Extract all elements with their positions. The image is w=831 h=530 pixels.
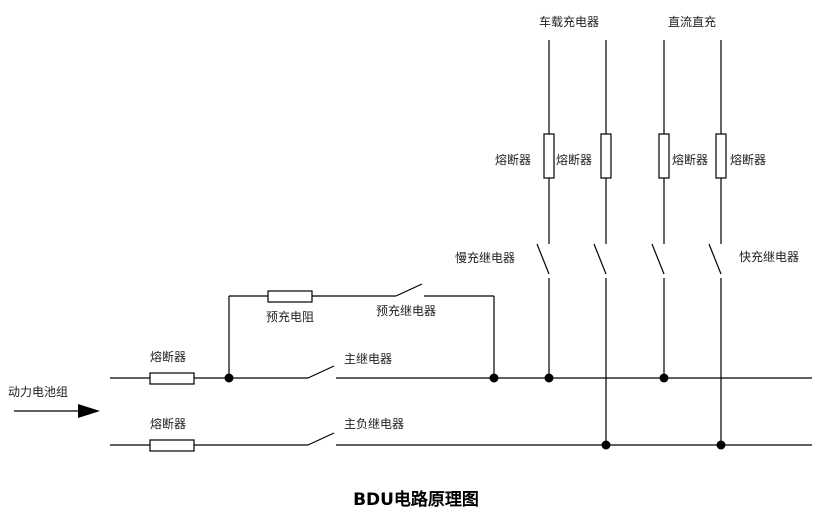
onboard-charger-branch xyxy=(536,40,612,445)
battery-label: 动力电池组 xyxy=(8,385,68,399)
precharge-branch xyxy=(228,283,495,378)
precharge-relay-switch xyxy=(395,283,423,297)
fuse-positive-label: 熔断器 xyxy=(150,349,186,364)
fuse-dc-right xyxy=(715,133,727,179)
junction-dot xyxy=(544,373,554,383)
main-relay-switch xyxy=(307,365,335,379)
main-relay-label: 主继电器 xyxy=(344,352,392,366)
junction-dot xyxy=(489,373,499,383)
main-negative-relay-label: 主负继电器 xyxy=(344,417,404,431)
fuse-obc-right-label: 熔断器 xyxy=(556,152,592,167)
fuse-negative xyxy=(149,439,195,452)
fuse-dc-left xyxy=(658,133,670,179)
diagram-title: BDU电路原理图 xyxy=(353,489,479,510)
slow-relay-switch-right xyxy=(593,243,607,275)
slow-relay-switch-left xyxy=(536,243,550,275)
precharge-relay-label: 预充继电器 xyxy=(376,303,436,318)
fuse-dc-left-label: 熔断器 xyxy=(672,152,708,167)
fuse-obc-right xyxy=(600,133,612,179)
fuse-negative-label: 熔断器 xyxy=(150,416,186,431)
junction-dot xyxy=(659,373,669,383)
slow-charge-relay-label: 慢充继电器 xyxy=(455,250,515,265)
dc-charge-label: 直流直充 xyxy=(668,14,716,29)
fuse-obc-left-label: 熔断器 xyxy=(495,152,531,167)
fuse-dc-right-label: 熔断器 xyxy=(730,152,766,167)
fuse-obc-left xyxy=(543,133,555,179)
fast-charge-relay-label: 快充继电器 xyxy=(739,249,799,264)
fuse-positive xyxy=(149,372,195,385)
battery-arrow xyxy=(14,404,100,418)
junction-dot xyxy=(601,440,611,450)
onboard-charger-label: 车载充电器 xyxy=(539,14,599,29)
junction-dot xyxy=(716,440,726,450)
fast-relay-switch-right xyxy=(708,243,722,275)
main-negative-relay-switch xyxy=(307,432,335,446)
negative-bus xyxy=(110,432,812,452)
dc-charge-branch xyxy=(651,40,727,445)
junction-dots xyxy=(224,373,726,450)
precharge-resistor xyxy=(267,290,313,303)
junction-dot xyxy=(224,373,234,383)
precharge-resistor-label: 预充电阻 xyxy=(266,309,314,324)
positive-bus xyxy=(110,365,812,385)
fast-relay-switch-left xyxy=(651,243,665,275)
